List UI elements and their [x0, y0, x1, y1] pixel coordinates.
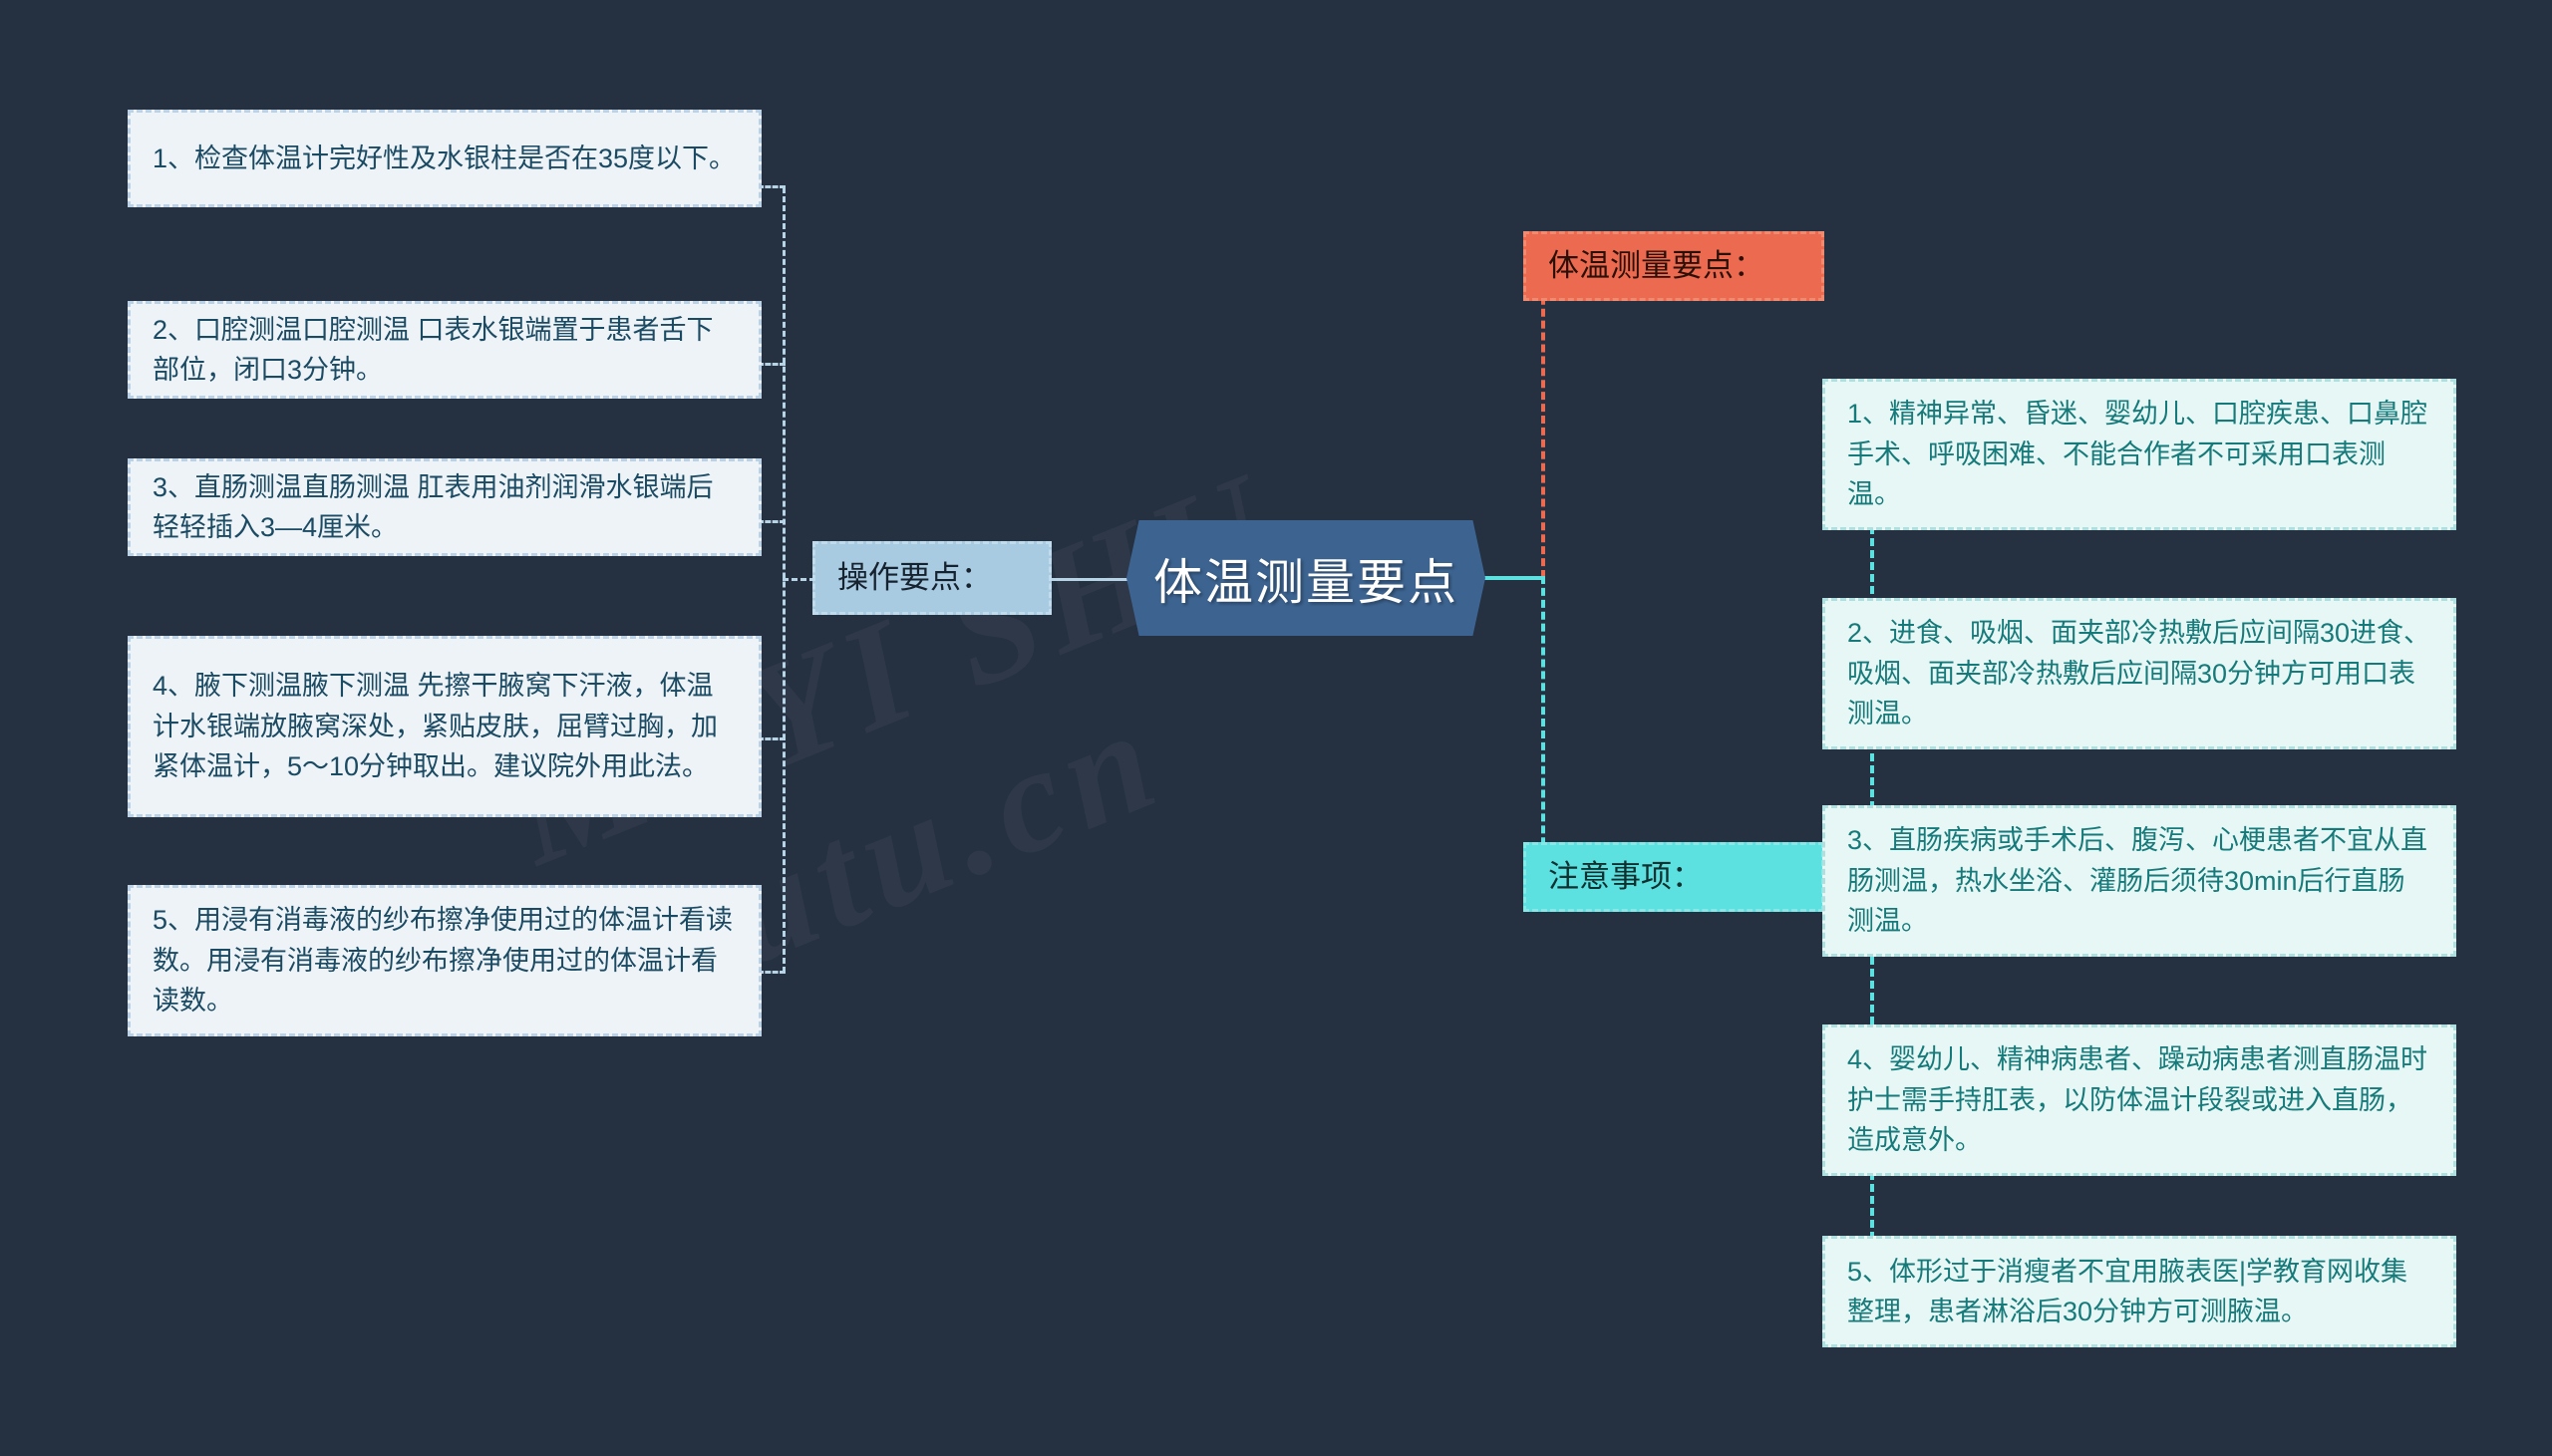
right-leaf-3[interactable]: 3、直肠疾病或手术后、腹泻、心梗患者不宜从直肠测温，热水坐浴、灌肠后须待30mi…: [1822, 805, 2456, 957]
right-leaf-4[interactable]: 4、婴幼儿、精神病患者、躁动病患者测直肠温时护士需手持肛表，以防体温计段裂或进入…: [1822, 1024, 2456, 1176]
right-category-precautions[interactable]: 注意事项：: [1523, 842, 1824, 912]
right-hub-connector: [1483, 576, 1541, 580]
left-stub-3: [758, 520, 786, 523]
left-leaf-1[interactable]: 1、检查体温计完好性及水银柱是否在35度以下。: [128, 110, 762, 207]
left-category-label: 操作要点：: [837, 559, 992, 595]
right-category-bottom-label: 注意事项：: [1548, 858, 1703, 894]
left-stub-2: [758, 363, 786, 366]
left-category-operation-points[interactable]: 操作要点：: [812, 541, 1052, 615]
left-leaf-3-text: 3、直肠测温直肠测温 肛表用油剂润滑水银端后轻轻插入3—4厘米。: [153, 471, 714, 543]
right-leaf-3-text: 3、直肠疾病或手术后、腹泻、心梗患者不宜从直肠测温，热水坐浴、灌肠后须待30mi…: [1847, 825, 2428, 937]
hub-label: 体温测量要点: [1152, 555, 1458, 610]
right-leaf-5[interactable]: 5、体形过于消瘦者不宜用腋表医|学教育网收集整理，患者淋浴后30分钟方可测腋温。: [1822, 1236, 2456, 1347]
right-leaf-2[interactable]: 2、进食、吸烟、面夹部冷热敷后应间隔30进食、吸烟、面夹部冷热敷后应间隔30分钟…: [1822, 598, 2456, 749]
left-hub-connector: [1051, 578, 1128, 581]
left-leaf-5[interactable]: 5、用浸有消毒液的纱布擦净使用过的体温计看读数。用浸有消毒液的纱布擦净使用过的体…: [128, 885, 762, 1036]
right-orange-spine: [1541, 261, 1545, 578]
right-category-top-label: 体温测量要点：: [1548, 247, 1764, 283]
left-stub-1: [758, 185, 786, 188]
right-cyan-spine: [1541, 576, 1545, 881]
left-leaf-2-text: 2、口腔测温口腔测温 口表水银端置于患者舌下部位，闭口3分钟。: [153, 314, 714, 386]
right-category-measurement-points[interactable]: 体温测量要点：: [1523, 231, 1824, 301]
left-leaf-2[interactable]: 2、口腔测温口腔测温 口表水银端置于患者舌下部位，闭口3分钟。: [128, 301, 762, 399]
central-node-hub[interactable]: 体温测量要点: [1126, 520, 1485, 636]
left-stub-4: [758, 737, 786, 740]
left-leaf-4-text: 4、腋下测温腋下测温 先擦干腋窝下汗液，体温计水银端放腋窝深处，紧贴皮肤，屈臂过…: [153, 671, 718, 782]
left-leaf-3[interactable]: 3、直肠测温直肠测温 肛表用油剂润滑水银端后轻轻插入3—4厘米。: [128, 458, 762, 556]
left-stub-5: [758, 971, 786, 974]
right-leaf-2-text: 2、进食、吸烟、面夹部冷热敷后应间隔30进食、吸烟、面夹部冷热敷后应间隔30分钟…: [1847, 618, 2431, 729]
left-leaf-5-text: 5、用浸有消毒液的纱布擦净使用过的体温计看读数。用浸有消毒液的纱布擦净使用过的体…: [153, 905, 734, 1017]
left-leaf-4[interactable]: 4、腋下测温腋下测温 先擦干腋窝下汗液，体温计水银端放腋窝深处，紧贴皮肤，屈臂过…: [128, 636, 762, 817]
right-leaf-1[interactable]: 1、精神异常、昏迷、婴幼儿、口腔疾患、口鼻腔手术、呼吸困难、不能合作者不可采用口…: [1822, 379, 2456, 530]
right-leaf-1-text: 1、精神异常、昏迷、婴幼儿、口腔疾患、口鼻腔手术、呼吸困难、不能合作者不可采用口…: [1847, 399, 2428, 510]
right-leaf-5-text: 5、体形过于消瘦者不宜用腋表医|学教育网收集整理，患者淋浴后30分钟方可测腋温。: [1847, 1256, 2408, 1327]
left-category-connector: [783, 578, 824, 581]
right-leaf-4-text: 4、婴幼儿、精神病患者、躁动病患者测直肠温时护士需手持肛表，以防体温计段裂或进入…: [1847, 1044, 2428, 1156]
left-leaf-1-text: 1、检查体温计完好性及水银柱是否在35度以下。: [153, 143, 737, 173]
